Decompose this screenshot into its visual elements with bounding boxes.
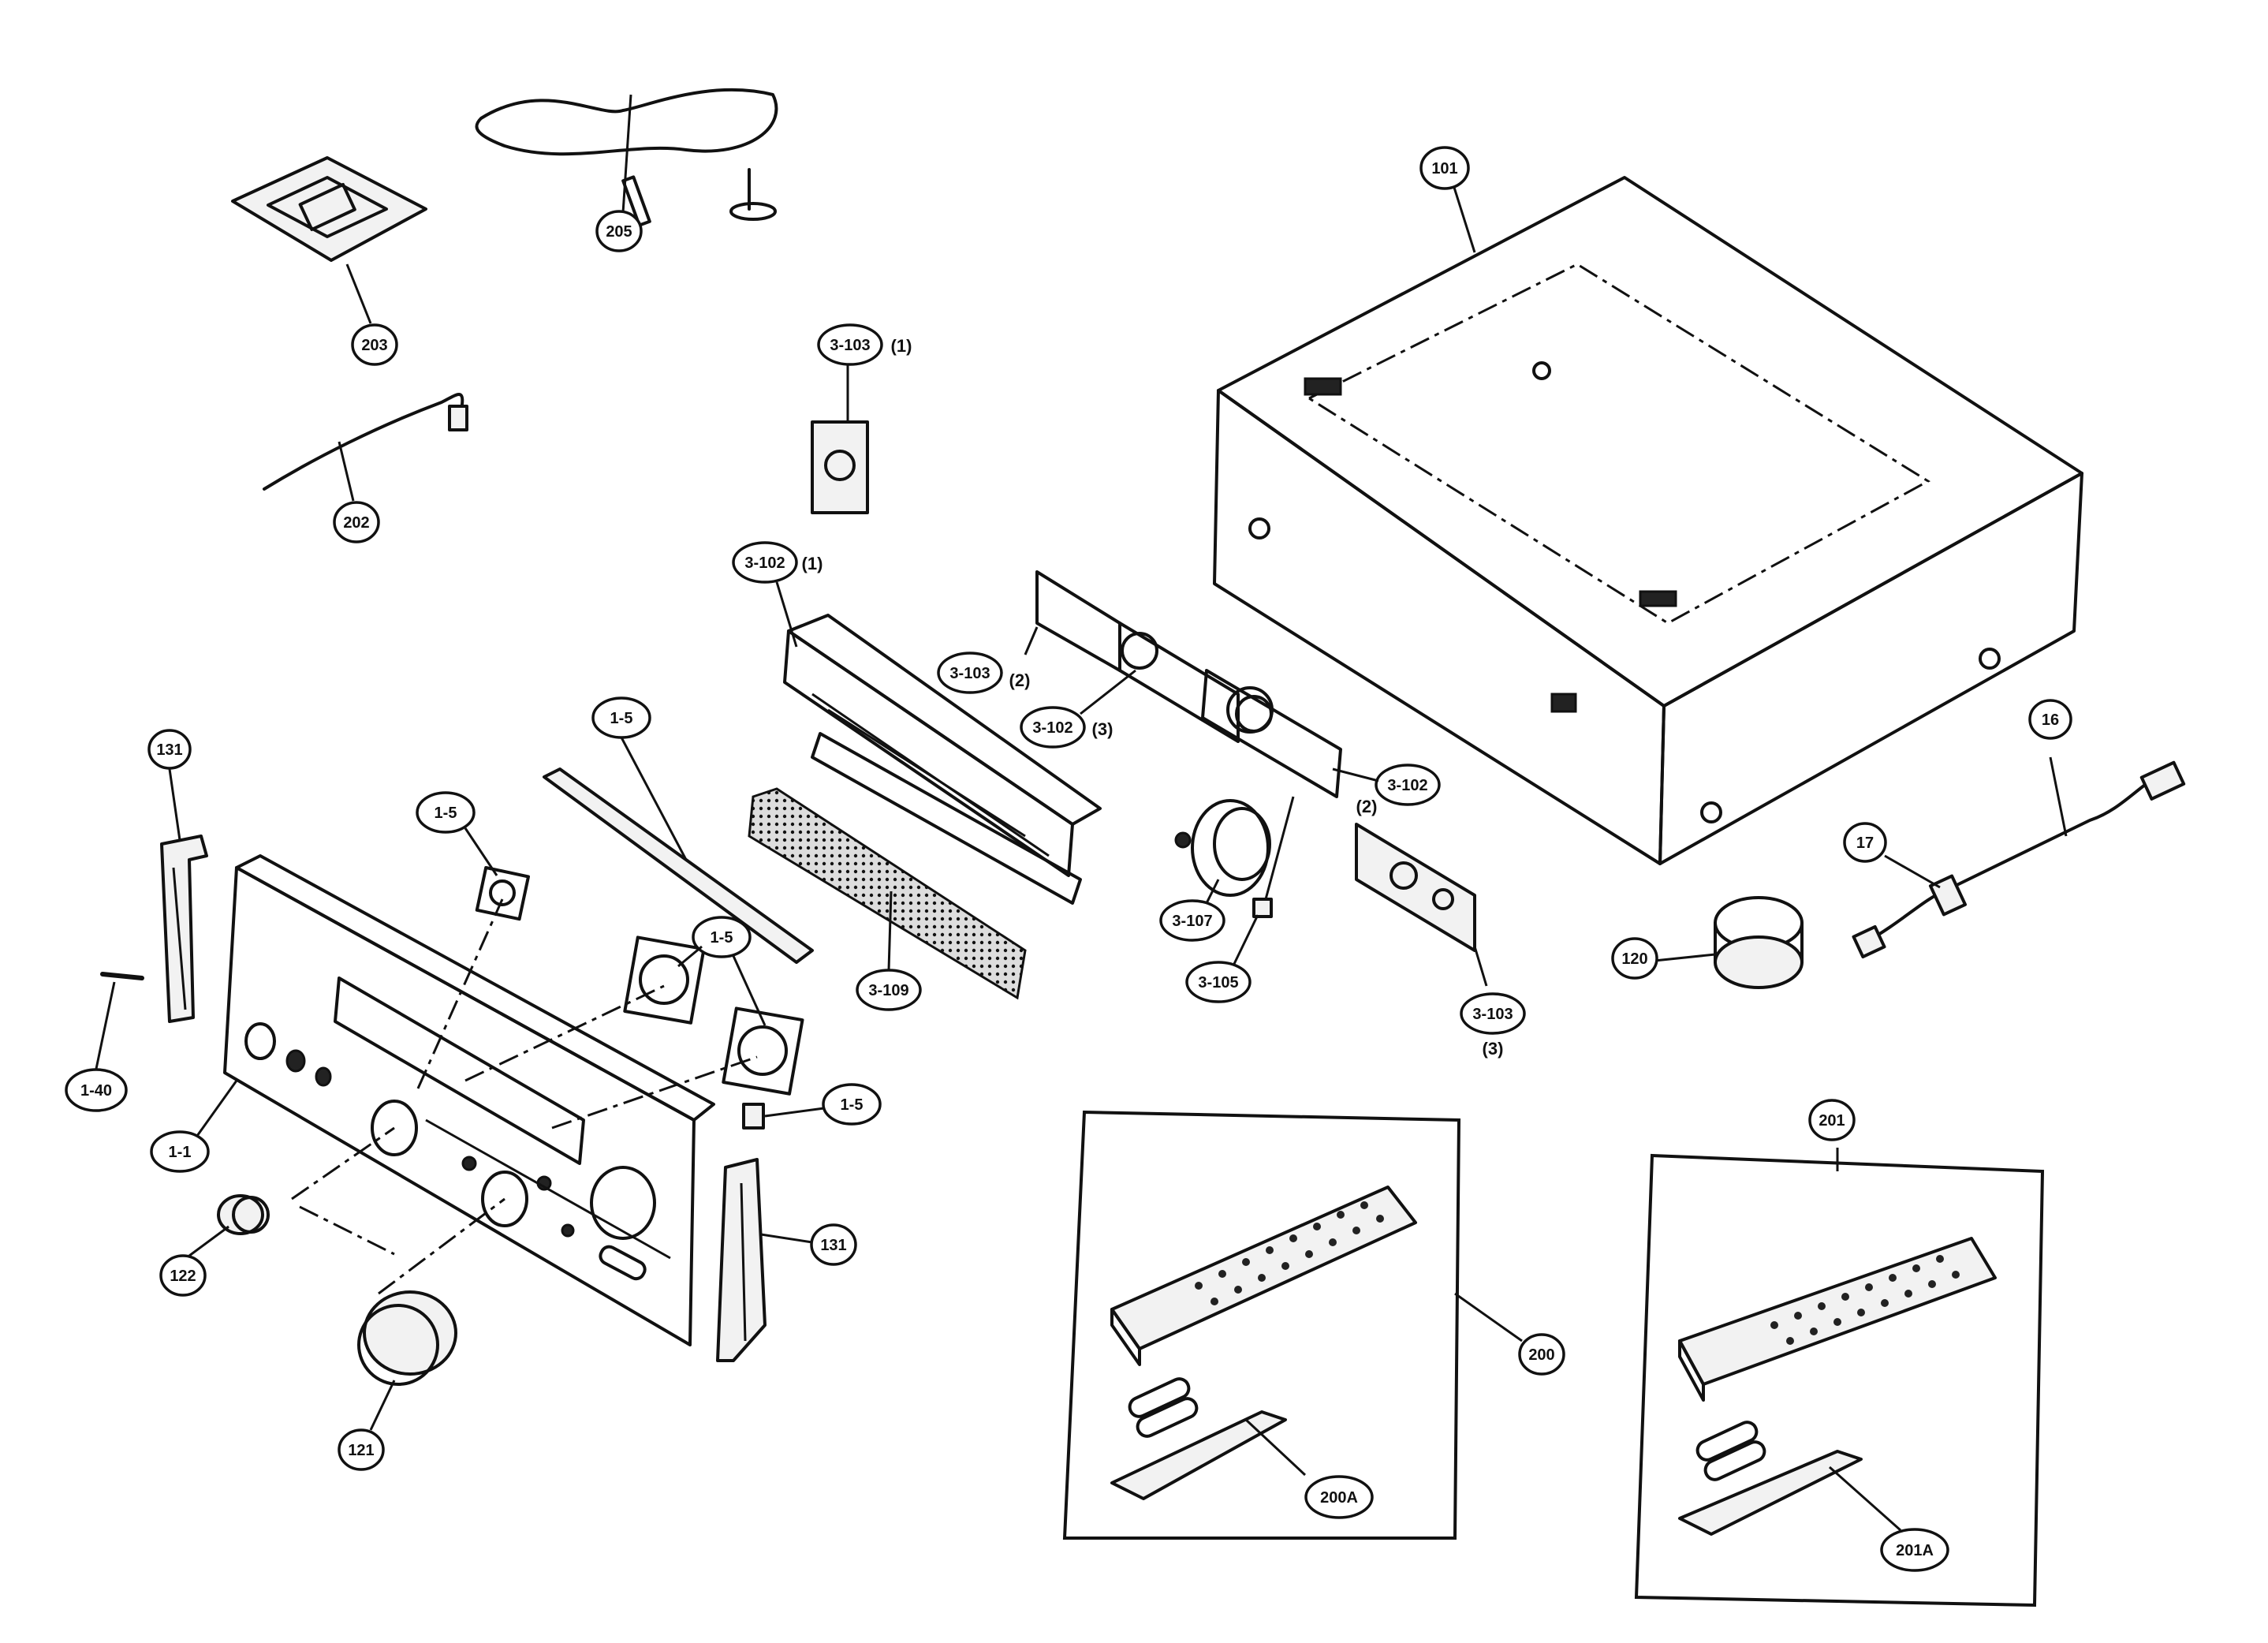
callout-3-107: 3-107 [1159,879,1225,942]
svg-text:200A: 200A [1320,1489,1358,1507]
foot [1654,896,1804,989]
jack-board-mid [1024,570,1342,798]
svg-text:3-102: 3-102 [1387,777,1427,794]
svg-text:200: 200 [1528,1346,1554,1364]
loop-antenna [231,156,427,324]
svg-text:205: 205 [606,223,632,241]
window-strip [543,767,814,964]
knob-ring-medium [623,935,706,1025]
indicator-lens [742,1103,765,1130]
display-board [783,614,1102,905]
callout-3-103-mid: 3-103 (2) [937,652,1031,694]
clip-part [95,972,144,1070]
mesh-filter [748,787,1027,1000]
power-cord [1852,756,2186,959]
jack-board-low [1355,823,1488,987]
svg-text:(3): (3) [1483,1039,1504,1059]
svg-text:(2): (2) [1356,797,1378,816]
svg-text:3-105: 3-105 [1198,974,1238,991]
callout-201A: 201A [1880,1528,1949,1572]
callout-3-109: 3-109 [856,891,922,1011]
svg-text:101: 101 [1431,160,1457,177]
svg-text:1-1: 1-1 [169,1144,192,1161]
svg-text:(1): (1) [802,554,823,573]
svg-text:(3): (3) [1092,719,1113,739]
svg-text:122: 122 [170,1268,196,1285]
svg-text:201A: 201A [1896,1542,1934,1559]
small-switch [1252,898,1273,918]
callout-1-5-ring-small: 1-5 [416,791,498,876]
small-knob [217,1194,270,1235]
side-bracket-left [160,835,208,1023]
callout-3-102-left: 3-102 (1) [732,541,823,648]
callout-1-5-strip: 1-5 [591,696,688,861]
remote-kit-box-200 [1062,1110,1523,1540]
svg-text:17: 17 [1856,835,1874,852]
svg-text:131: 131 [820,1237,846,1254]
svg-text:201: 201 [1819,1112,1845,1130]
callout-202: 202 [333,501,380,543]
callout-1-1: 1-1 [150,1080,238,1173]
svg-text:1-40: 1-40 [80,1082,112,1100]
remote-kit-box-201 [1634,1148,2045,1608]
svg-text:3-107: 3-107 [1172,913,1212,930]
callout-3-102-mid: 3-102 (3) [1020,669,1136,749]
callout-200A: 200A [1304,1475,1374,1519]
callout-3-102-right: 3-102 (2) [1332,764,1441,816]
side-bracket-right [716,1158,767,1362]
knob-ring-large [722,1006,804,1096]
jack-board-top [811,363,869,514]
fm-wire [263,393,468,502]
callout-101: 101 [1419,146,1470,190]
large-knob [357,1290,457,1386]
callout-1-5-ring-medium: 1-5 [677,916,767,1026]
svg-text:3-102: 3-102 [1032,719,1072,737]
svg-text:1-5: 1-5 [610,710,633,727]
antenna-cable [475,88,778,227]
callout-17: 17 [1843,822,1887,863]
cord-bushing [1884,854,1968,917]
callout-203: 203 [351,323,398,366]
callout-121: 121 [338,1380,396,1471]
svg-text:203: 203 [361,337,387,354]
svg-text:121: 121 [348,1442,374,1459]
svg-text:202: 202 [343,514,369,532]
callout-3-103-low: 3-103 (3) [1460,992,1526,1059]
svg-text:120: 120 [1621,950,1647,968]
callout-131-top: 131 [147,729,192,841]
svg-text:3-103: 3-103 [1472,1006,1513,1023]
callout-1-5-lens: 1-5 [764,1083,882,1126]
svg-text:16: 16 [2042,711,2059,729]
callout-131-bottom: 131 [760,1223,857,1266]
svg-text:1-5: 1-5 [711,929,733,947]
callout-200: 200 [1518,1333,1565,1376]
callout-201: 201 [1808,1099,1856,1141]
callout-122: 122 [159,1225,229,1297]
svg-text:1-5: 1-5 [841,1096,864,1114]
callout-3-103-top: 3-103 (1) [817,323,912,366]
svg-text:3-109: 3-109 [868,982,908,999]
svg-text:3-103: 3-103 [949,665,990,682]
callout-3-105: 3-105 [1185,796,1295,1003]
bezel-ring [1174,799,1271,897]
svg-text:131: 131 [156,741,182,759]
callout-1-40: 1-40 [65,1068,128,1112]
front-panel [223,854,715,1346]
callout-16: 16 [2028,699,2072,740]
svg-text:1-5: 1-5 [435,805,457,822]
svg-text:(1): (1) [891,336,912,356]
svg-text:3-102: 3-102 [744,555,785,572]
top-cover [1213,176,2083,865]
knob-ring-small [475,865,531,921]
svg-text:(2): (2) [1009,670,1031,690]
callout-120: 120 [1611,937,1658,980]
callout-205: 205 [595,210,643,252]
svg-text:3-103: 3-103 [830,337,870,354]
